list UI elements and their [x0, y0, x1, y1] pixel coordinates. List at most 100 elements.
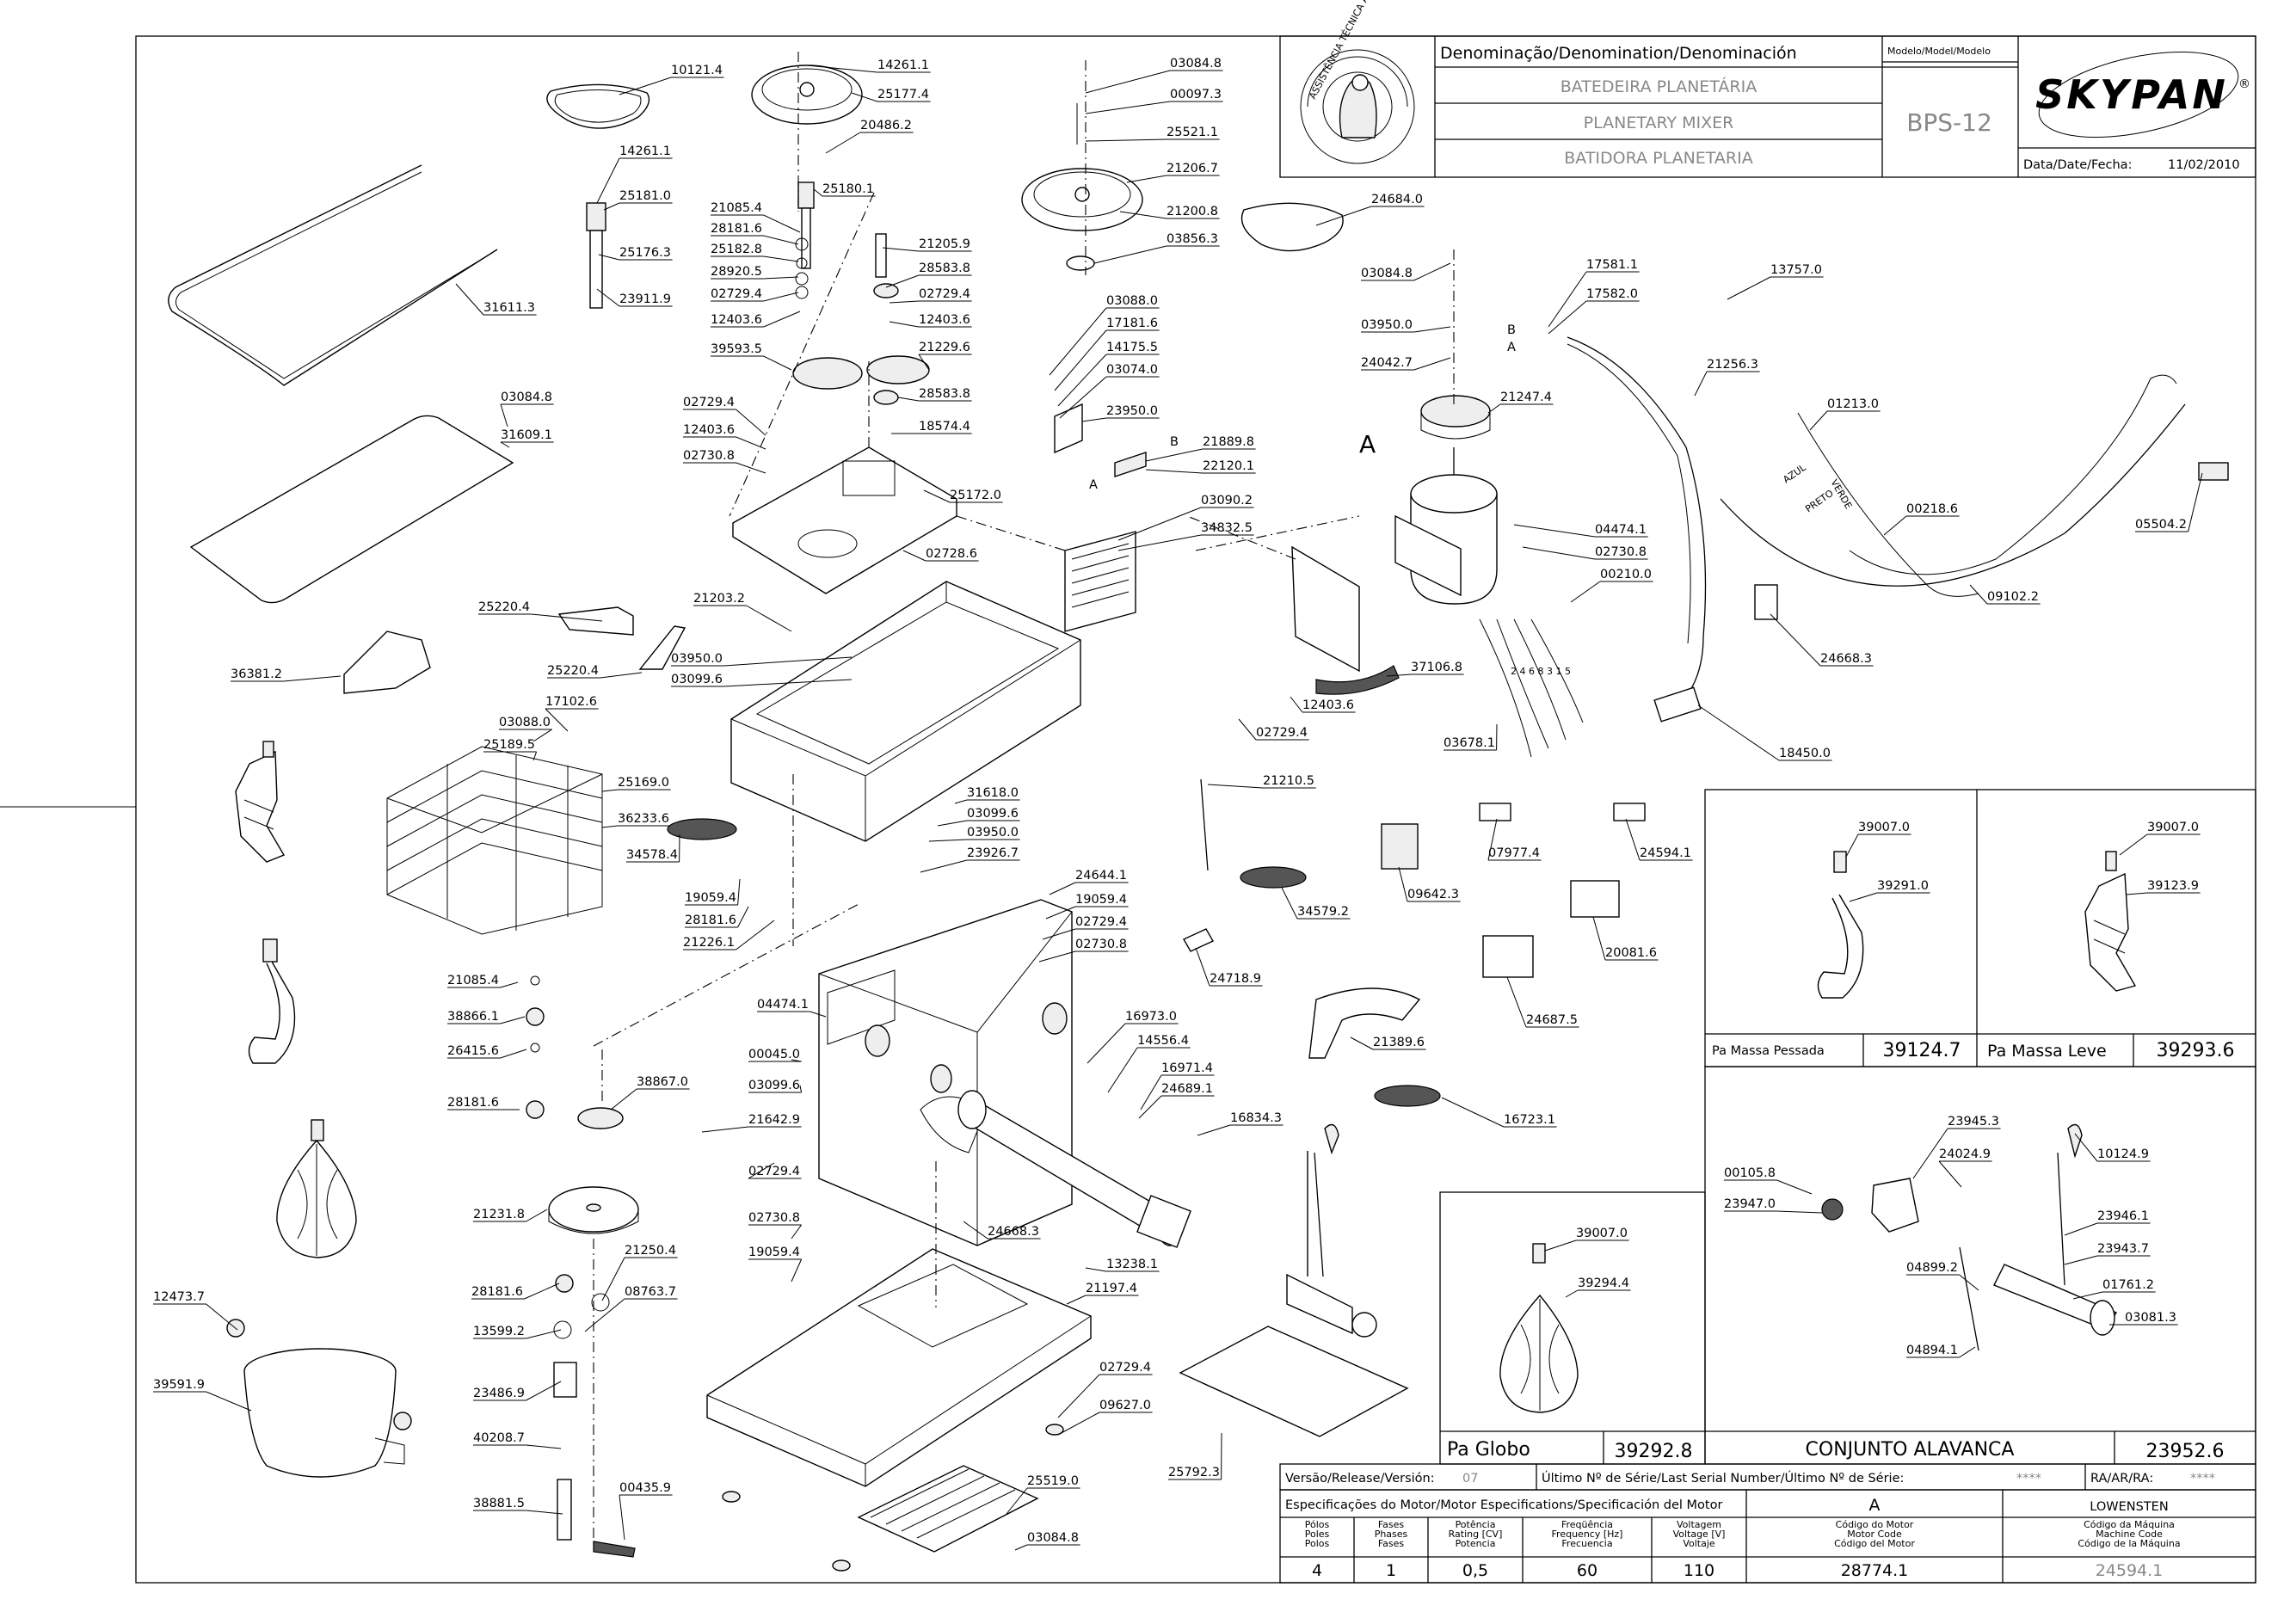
part-number-label: 25220.4 — [478, 600, 530, 614]
part-label-leader — [1884, 516, 1906, 535]
part-number-label: 21247.4 — [1500, 391, 1552, 404]
part-number-label: 19059.4 — [748, 1246, 800, 1259]
part-number-label: 28583.8 — [919, 261, 970, 275]
part-number-label: 28920.5 — [711, 265, 762, 279]
part-number-label: 03856.3 — [1167, 232, 1218, 246]
part-label-leader — [800, 1086, 802, 1092]
part-label-leader — [764, 256, 798, 261]
top-cover-31609-1 — [191, 415, 513, 602]
part-number-label: 02729.4 — [919, 287, 970, 301]
part-label-leader — [736, 920, 774, 950]
part-label-leader — [1727, 277, 1770, 299]
spec-value-cell: 24594.1 — [2096, 1561, 2164, 1580]
part-number-label: 39591.9 — [153, 1378, 205, 1392]
part-number-label: 21085.4 — [447, 974, 499, 987]
decal-24687-5 — [1483, 936, 1533, 977]
part-number-label: 21389.6 — [1373, 1036, 1425, 1049]
part-label-leader — [602, 790, 618, 791]
part-label-leader — [1414, 327, 1450, 332]
part-label-leader — [1960, 1347, 1975, 1357]
part-number-label: 03950.0 — [671, 652, 723, 666]
spec-value-cell: 0,5 — [1462, 1561, 1488, 1580]
part-number-label: 21210.5 — [1263, 774, 1314, 788]
gear-21229-6 — [867, 356, 929, 384]
part-number-label: 13599.2 — [473, 1325, 525, 1338]
part-number-label: 03074.0 — [1106, 363, 1158, 377]
gear-38867-0 — [578, 1108, 623, 1129]
part-label-leader — [1196, 948, 1210, 986]
part-number-label: 19059.4 — [1075, 893, 1127, 907]
svg-text:Versão/Release/Versión:: Versão/Release/Versión: — [1285, 1472, 1435, 1486]
part-number-label: 03950.0 — [967, 826, 1019, 840]
part-number-label: 03090.2 — [1201, 494, 1253, 508]
part-number-label: 23946.1 — [2097, 1209, 2149, 1223]
part-label-leader — [501, 982, 518, 987]
date-label: Data/Date/Fecha: — [2023, 158, 2132, 172]
part-label-leader — [456, 284, 483, 315]
part-number-label: 07977.4 — [1488, 846, 1540, 860]
part-label-leader — [955, 800, 967, 803]
part-label-leader — [1087, 1024, 1125, 1063]
part-number-label: 19059.4 — [685, 891, 736, 905]
part-number-label: 25792.3 — [1168, 1466, 1220, 1479]
part-number-label: 12473.7 — [153, 1290, 205, 1304]
part-label-leader — [1290, 697, 1302, 712]
part-number-label: 24042.7 — [1361, 356, 1413, 370]
svg-text:Último Nº de Série/Last Serial: Último Nº de Série/Last Serial Number/Úl… — [1542, 1470, 1904, 1486]
part-label-leader — [1086, 102, 1170, 114]
part-number-label: 03084.8 — [1027, 1531, 1079, 1545]
part-number-label: 21085.4 — [711, 201, 762, 215]
part-label-leader — [604, 203, 619, 210]
part-number-label: 04899.2 — [1906, 1261, 1958, 1275]
skypan-logo: SKYPAN ® — [2031, 36, 2250, 152]
part-label-leader — [1082, 418, 1106, 421]
part-number-label: 02729.4 — [1075, 915, 1127, 929]
decal-24718-9 — [1184, 929, 1213, 951]
svg-text:RA/AR/RA:: RA/AR/RA: — [2090, 1472, 2153, 1486]
wire-marker-b: B — [1507, 323, 1516, 337]
part-label-leader — [1695, 372, 1707, 396]
part-label-leader — [1626, 819, 1640, 860]
wire-preto: PRETO — [1803, 488, 1836, 515]
svg-text:****: **** — [2016, 1472, 2041, 1486]
part-label-leader — [1351, 1037, 1373, 1049]
part-number-label: 25182.8 — [711, 243, 762, 256]
part-number-label: 28583.8 — [919, 387, 970, 401]
part-number-label: 25169.0 — [618, 776, 669, 790]
part-label-leader — [1050, 883, 1075, 895]
part-label-leader — [1442, 1098, 1504, 1127]
globe-whisk-code: 39292.8 — [1615, 1441, 1693, 1462]
motor-pulley-21247-4 — [1421, 396, 1490, 427]
part-number-label: 00218.6 — [1906, 502, 1958, 516]
part-number-label: 36233.6 — [618, 812, 669, 826]
part-label-leader — [1086, 1268, 1106, 1271]
svg-text:LOWENSTEN: LOWENSTEN — [2090, 1500, 2168, 1514]
part-label-leader — [2065, 1256, 2097, 1264]
part-label-leader — [1282, 888, 1297, 919]
part-label-leader — [764, 277, 798, 279]
part-number-label: 18450.0 — [1779, 747, 1831, 760]
part-label-leader — [1118, 508, 1201, 540]
part-number-label: 21642.9 — [748, 1113, 800, 1127]
part-label-leader — [1523, 547, 1595, 559]
part-number-label: 24668.3 — [988, 1225, 1039, 1239]
badge-16723-1 — [1375, 1086, 1440, 1106]
part-label-leader — [1571, 581, 1600, 602]
part-label-leader — [525, 1283, 559, 1299]
spacer-23486-9 — [554, 1363, 576, 1397]
badge-34578-4 — [668, 819, 736, 840]
bowl-39591-9 — [227, 1320, 411, 1477]
part-label-leader — [736, 409, 766, 435]
part-label-leader — [826, 132, 860, 153]
part-label-leader — [611, 1089, 637, 1110]
part-number-label: 24668.3 — [1820, 652, 1872, 666]
part-label-leader — [501, 1049, 526, 1058]
part-label-leader — [764, 292, 798, 301]
part-number-label: 04474.1 — [757, 998, 809, 1012]
badge-34579-2 — [1240, 867, 1306, 888]
part-label-leader — [1777, 1180, 1812, 1194]
part-number-label: 03950.0 — [1361, 318, 1413, 332]
part-number-label: 31618.0 — [967, 786, 1019, 800]
